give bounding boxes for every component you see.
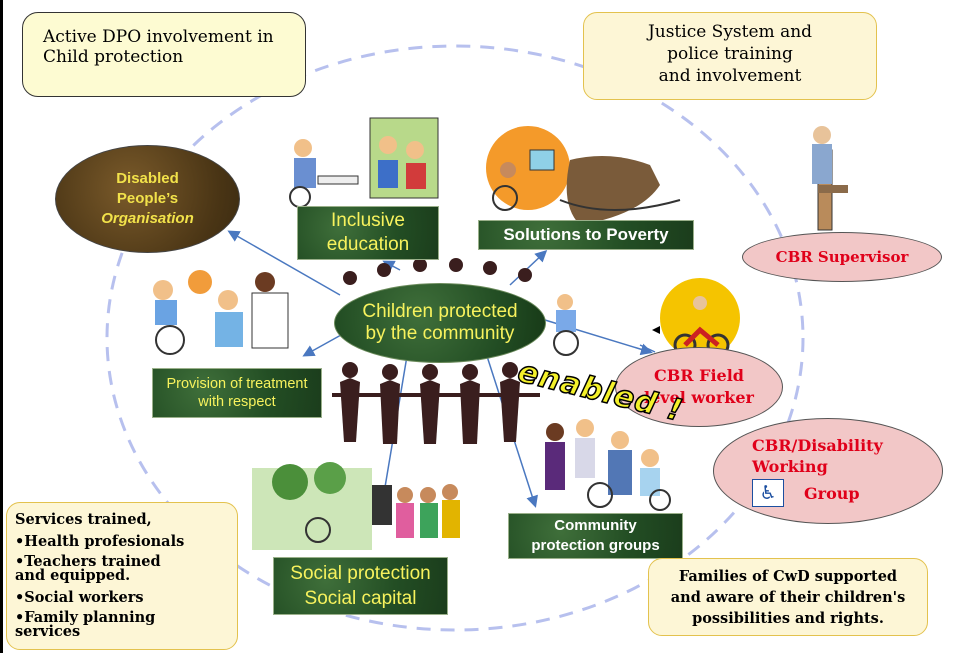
cbr-group-line-1: CBR/Disability — [752, 436, 883, 455]
treatment-line-1: Provision of treatment — [166, 376, 308, 392]
services-item-family: •Family planning — [15, 609, 156, 626]
treatment-box: Provision of treatment with respect — [152, 368, 322, 418]
arrow-to-dpo — [227, 230, 341, 296]
services-item-health: •Health profesionals — [15, 533, 185, 550]
dpo-oval-line-3: Organisation — [101, 210, 194, 227]
services-item-social: •Social workers — [15, 589, 144, 606]
dpo-oval-line-2: People’s — [116, 190, 179, 207]
families-note: Families of CwD supported and aware of t… — [648, 558, 928, 636]
community-line-1: Community — [554, 517, 637, 534]
cbr-supervisor-oval: CBR Supervisor — [742, 232, 942, 282]
poverty-illustration — [486, 126, 681, 225]
families-line-1: Families of CwD supported — [678, 568, 898, 585]
dpo-oval-line-1: Disabled — [116, 170, 179, 187]
social-illustration — [252, 462, 460, 550]
education-illustration — [289, 117, 439, 208]
community-illustration — [545, 419, 671, 511]
treatment-illustration — [153, 270, 289, 355]
supervisor-illustration — [812, 126, 848, 231]
services-trained-note: Services trained, •Health profesionals •… — [6, 502, 238, 650]
dpo-involvement-note: Active DPO involvement in Child protecti… — [22, 12, 306, 97]
services-item-teachers: •Teachers trained — [15, 553, 161, 570]
dpo-oval: Disabled People’s Organisation — [55, 145, 240, 253]
inclusive-line-2: education — [326, 234, 410, 255]
field-worker-illustration — [652, 278, 740, 358]
arrow-field-tip — [639, 344, 656, 353]
cbr-disability-working-group-oval: CBR/Disability Working ♿ Group — [713, 418, 943, 524]
cbr-supervisor-label: CBR Supervisor — [775, 248, 909, 266]
services-title: Services trained, — [15, 511, 152, 528]
center-line-1: Children protected — [362, 301, 518, 322]
social-line-2: Social capital — [304, 588, 417, 609]
dashed-circle — [105, 44, 805, 632]
center-line-2: by the community — [365, 323, 515, 344]
cbr-group-line-2: Working — [752, 457, 828, 476]
cbr-group-line-3: Group — [804, 483, 860, 503]
social-protection-box: Social protection Social capital — [273, 557, 448, 615]
children-protected-oval: Children protected by the community — [334, 283, 546, 363]
cbr-field-line-2: level worker — [644, 388, 754, 407]
justice-system-note: Justice System and police training and i… — [583, 12, 877, 100]
poverty-label: Solutions to Poverty — [503, 225, 669, 244]
treatment-line-2: with respect — [198, 394, 276, 410]
inclusive-education-box: Inclusive education — [297, 206, 439, 260]
left-border — [0, 0, 3, 653]
justice-note-line-2: police training — [667, 44, 793, 64]
social-line-1: Social protection — [290, 563, 431, 584]
families-line-2: and aware of their children's — [670, 589, 906, 606]
wheelchair-accessibility-icon: ♿ — [752, 479, 784, 507]
inclusive-line-1: Inclusive — [331, 210, 405, 231]
dpo-note-line-2: Child protection — [43, 47, 184, 67]
services-item-teachers-cont: and equipped. — [15, 567, 131, 584]
families-line-3: possibilities and rights. — [692, 610, 884, 627]
community-protection-box: Community protection groups — [508, 513, 683, 559]
community-line-2: protection groups — [531, 537, 660, 554]
cbr-field-worker-oval: CBR Field level worker — [615, 347, 783, 427]
people-ring — [332, 258, 540, 444]
child-wheelchair-illustration — [553, 294, 579, 356]
arrow-to-education — [382, 260, 401, 272]
solutions-to-poverty-box: Solutions to Poverty — [478, 220, 694, 250]
justice-note-line-3: and involvement — [658, 66, 802, 86]
cbr-field-line-1: CBR Field — [653, 366, 744, 385]
services-item-family-cont: services — [15, 623, 81, 640]
justice-note-line-1: Justice System and — [647, 22, 813, 42]
dpo-note-line-1: Active DPO involvement in — [43, 27, 274, 47]
